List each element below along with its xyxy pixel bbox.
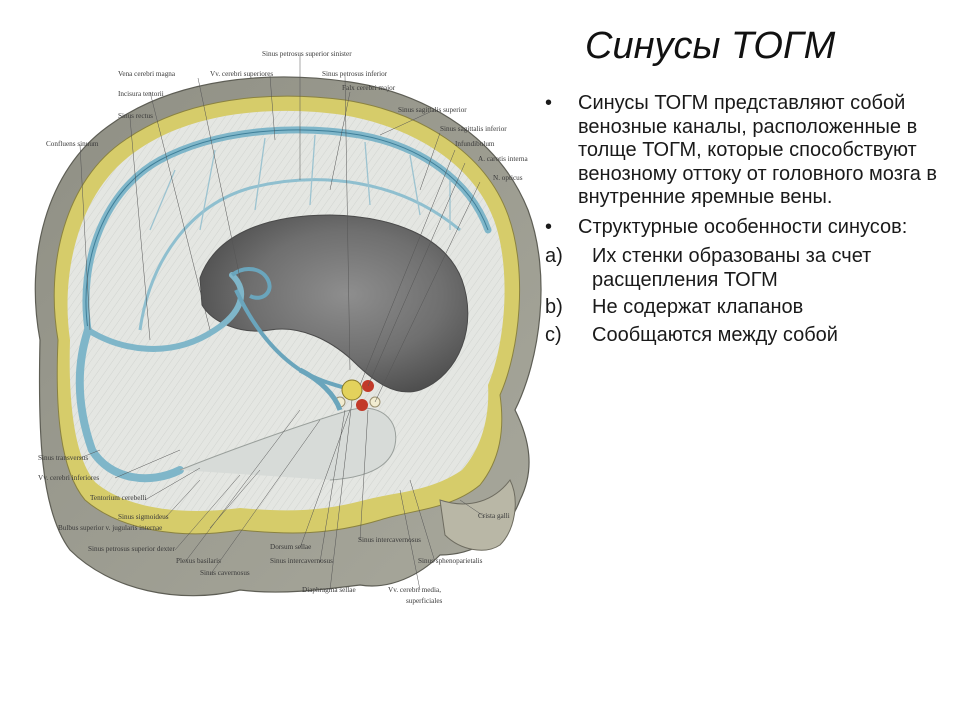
label: Sinus petrosus superior dexter <box>88 545 175 553</box>
label: Infundibulum <box>455 140 495 148</box>
label: A. carotis interna <box>478 155 529 163</box>
label: Vena cerebri magna <box>118 70 176 78</box>
label: Sinus transversus <box>38 454 88 462</box>
leader-lines <box>79 56 486 591</box>
sub-item-text: Не содержат клапанов <box>592 296 804 318</box>
label: Sinus rectus <box>118 112 153 120</box>
bullet-marker: • <box>545 215 553 238</box>
label: Sinus sigmoideus <box>118 513 169 521</box>
label: Sinus sagittalis superior <box>398 106 467 114</box>
label: Diaphragma sellae <box>302 586 356 594</box>
sub-item: c) Сообщаются между собой <box>545 324 950 348</box>
tentorium-cerebelli-shape <box>179 407 397 481</box>
label: Plexus basilaris <box>176 557 221 565</box>
label: Confluens sinuum <box>46 140 99 148</box>
label: Sinus sphenoparietalis <box>418 557 483 565</box>
vena-cerebri-magna-shape <box>230 267 272 300</box>
sub-item-marker: c) <box>545 323 562 346</box>
anatomy-svg: Sinus petrosus superior sinister Vena ce… <box>34 50 542 605</box>
facial-bones <box>439 479 516 551</box>
label: Tentorium cerebelli <box>90 494 146 502</box>
slide-title: Синусы ТОГМ <box>585 25 836 67</box>
sub-item-marker: a) <box>545 245 563 267</box>
label: Sinus sagittalis inferior <box>440 125 507 133</box>
sub-item-marker: b) <box>545 296 563 318</box>
bullet-item: • Синусы ТОГМ представляют собой венозны… <box>545 92 950 210</box>
sub-item: a) Их стенки образованы за счет расщепле… <box>545 245 950 292</box>
sub-item: b) Не содержат клапанов <box>545 296 950 320</box>
bullet-marker: • <box>545 92 553 114</box>
label: Vv. cerebri inferiores <box>38 474 99 482</box>
anatomy-labels: Sinus petrosus superior sinister Vena ce… <box>38 50 529 605</box>
label: Incisura tentorii <box>118 90 164 98</box>
label: Bulbus superior v. jugularis internae <box>58 524 162 532</box>
label: N. opticus <box>493 174 523 182</box>
bullet-item: • Структурные особенности синусов: <box>545 216 950 240</box>
sinus-transversus-shape <box>75 326 184 483</box>
label: Dorsum sellae <box>270 543 311 551</box>
falx-edge <box>138 178 461 331</box>
label: Sinus petrosus superior sinister <box>262 50 352 58</box>
label: Crista galli <box>478 512 510 520</box>
label: Sinus intercavernosus <box>358 536 421 544</box>
dura-mater-sinuses-illustration: Sinus petrosus superior sinister Vena ce… <box>0 30 550 620</box>
label: Vv. cerebri media, <box>388 586 441 594</box>
sinus-rectus-shape <box>85 272 245 352</box>
label: Sinus petrosus inferior <box>322 70 388 78</box>
bullet-text: Синусы ТОГМ представляют собой венозные … <box>578 92 938 208</box>
label: superficiales <box>406 597 443 605</box>
label: Falx cerebri major <box>342 84 396 92</box>
superficial-veins <box>149 134 451 231</box>
label: Vv. cerebri superiores <box>210 70 273 78</box>
sub-item-text: Сообщаются между собой <box>592 323 838 346</box>
label: Sinus cavernosus <box>200 569 250 577</box>
label: Sinus intercavernosus <box>270 557 333 565</box>
sub-item-text: Их стенки образованы за счет расщепления… <box>592 245 872 291</box>
bullet-text: Структурные особенности синусов: <box>578 215 908 238</box>
slide-content: • Синусы ТОГМ представляют собой венозны… <box>545 92 950 351</box>
